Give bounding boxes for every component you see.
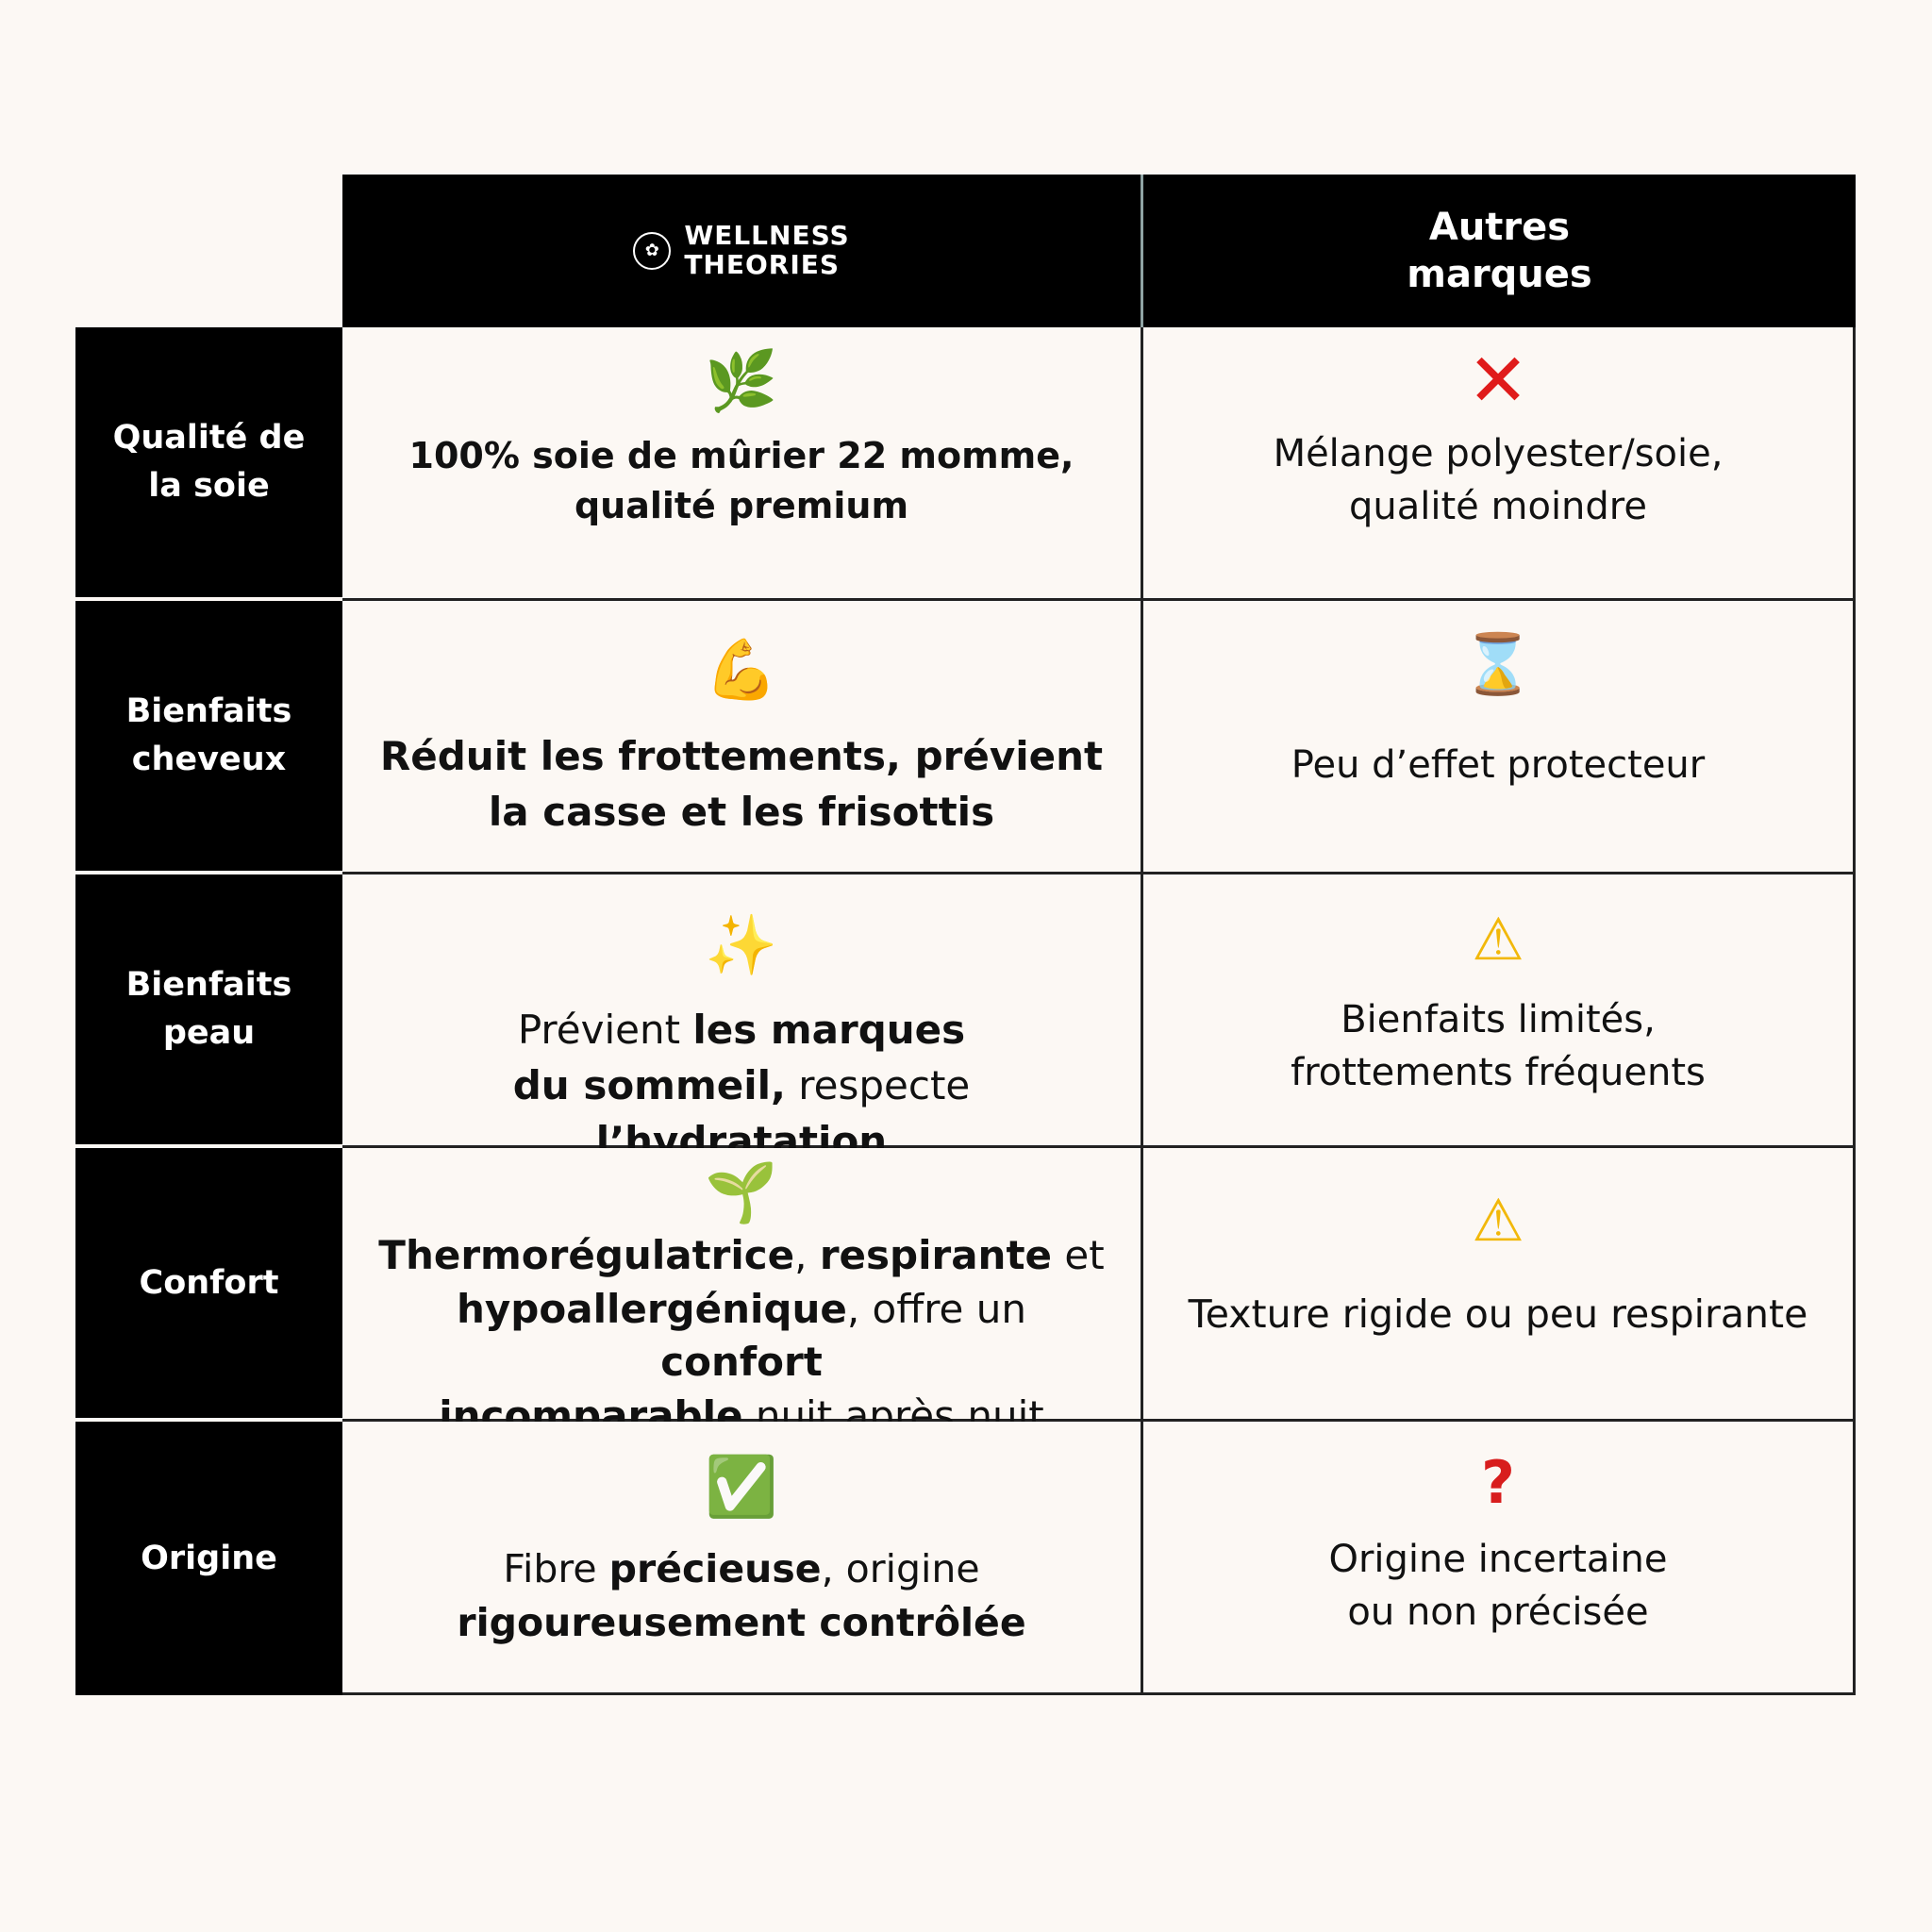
- row-label-hair-benefits: Bienfaits cheveux: [75, 601, 342, 874]
- flexed-biceps-icon: 💪: [705, 635, 778, 704]
- warning-icon: ⚠: [1472, 1186, 1524, 1255]
- other-brand-cell: ⌛ Peu d’effet protecteur: [1143, 601, 1856, 874]
- row-label-comfort: Confort: [75, 1148, 342, 1422]
- table-row: Confort 🌱 Thermorégulatrice, respirante …: [75, 1148, 1856, 1439]
- brand-column-header: ✿ WELLNESS THEORIES: [342, 175, 1143, 327]
- other-brand-cell: ⚠ Texture rigide ou peu respirante: [1143, 1148, 1856, 1422]
- comparison-table: ✿ WELLNESS THEORIES Autres marques Quali…: [75, 175, 1856, 1695]
- table-row: Origine ✅ Fibre précieuse, origine rigou…: [75, 1422, 1856, 1695]
- bee-icon: ✿: [633, 232, 672, 270]
- question-mark-icon: ?: [1481, 1448, 1515, 1517]
- other-brand-cell: ? Origine incertaine ou non précisée: [1143, 1422, 1856, 1695]
- other-brand-cell: ✕ Mélange polyester/soie, qualité moindr…: [1143, 327, 1856, 601]
- warning-icon: ⚠: [1472, 905, 1524, 974]
- brand-cell: ✅ Fibre précieuse, origine rigoureusemen…: [342, 1422, 1143, 1695]
- herb-icon: 🌿: [705, 346, 778, 415]
- table-row: Qualité de la soie 🌿 100% soie de mûrier…: [75, 327, 1856, 601]
- brand-name-line1: WELLNESS: [684, 220, 850, 252]
- table-row: Bienfaits cheveux 💪 Réduit les frottemen…: [75, 601, 1856, 874]
- row-label-origin: Origine: [75, 1422, 342, 1695]
- check-mark-icon: ✅: [705, 1452, 778, 1521]
- table-header: ✿ WELLNESS THEORIES Autres marques: [342, 175, 1856, 327]
- other-brands-line1: Autres: [1428, 206, 1571, 249]
- row-label-silk-quality: Qualité de la soie: [75, 327, 342, 601]
- row-label-skin-benefits: Bienfaits peau: [75, 874, 342, 1148]
- other-brands-line2: marques: [1407, 253, 1592, 296]
- brand-name-line2: THEORIES: [684, 249, 841, 280]
- other-brand-cell: ⚠ Bienfaits limités, frottements fréquen…: [1143, 874, 1856, 1148]
- hourglass-icon: ⌛: [1461, 629, 1535, 698]
- other-brands-column-header: Autres marques: [1143, 175, 1856, 327]
- seedling-icon: 🌱: [705, 1158, 778, 1226]
- brand-cell: ✨ Prévient les marques du sommeil, respe…: [342, 874, 1143, 1164]
- brand-cell: 🌿 100% soie de mûrier 22 momme, qualité …: [342, 327, 1143, 601]
- table-row: Bienfaits peau ✨ Prévient les marques du…: [75, 874, 1856, 1164]
- sparkles-icon: ✨: [705, 910, 778, 979]
- brand-logo: ✿ WELLNESS THEORIES: [633, 220, 850, 280]
- brand-cell: 💪 Réduit les frottements, prévient la ca…: [342, 601, 1143, 874]
- brand-cell: 🌱 Thermorégulatrice, respirante et hypoa…: [342, 1148, 1143, 1439]
- cross-mark-icon: ✕: [1467, 339, 1529, 424]
